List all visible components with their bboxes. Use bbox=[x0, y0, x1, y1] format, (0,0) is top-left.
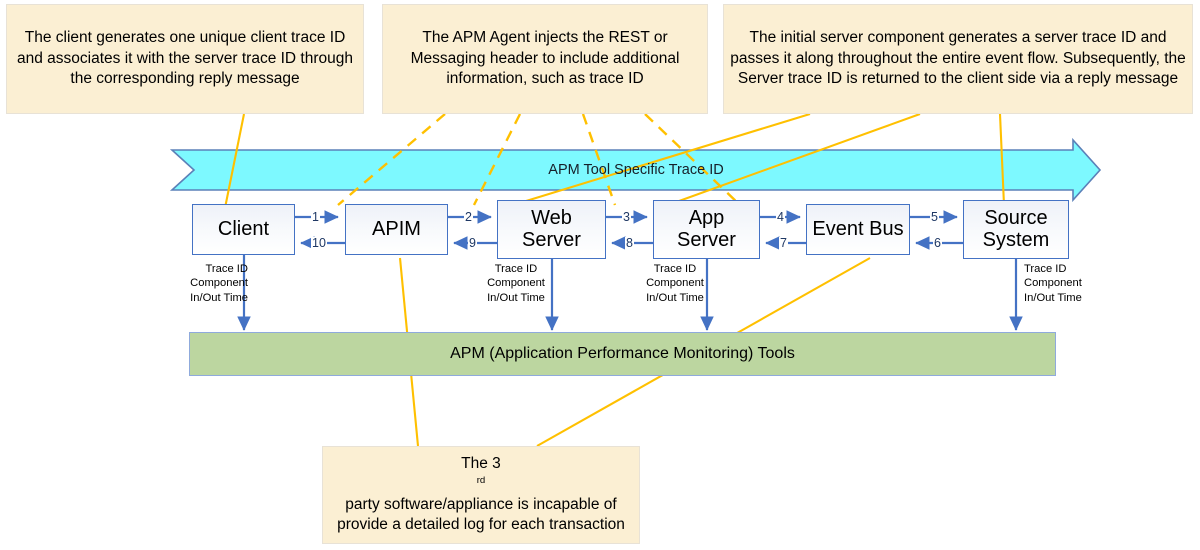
note-server-text: The initial server component generates a… bbox=[730, 29, 1186, 88]
step-number-7: 7 bbox=[779, 236, 788, 250]
note-client-text: The client generates one unique client t… bbox=[17, 29, 353, 88]
node-client[interactable]: Client bbox=[192, 204, 295, 255]
step-number-2: 2 bbox=[464, 210, 473, 224]
feed-label-web-server: Trace ID Component In/Out Time bbox=[473, 262, 559, 305]
apm-tools-label: APM (Application Performance Monitoring)… bbox=[450, 345, 795, 362]
step-number-9: 9 bbox=[468, 236, 477, 250]
node-source-system-line1: Source bbox=[984, 207, 1048, 230]
note-agent-text: The APM Agent injects the REST or Messag… bbox=[410, 29, 680, 88]
feed-label-app-server: Trace ID Component In/Out Time bbox=[632, 262, 718, 305]
node-web-server-line2: Server bbox=[522, 228, 581, 251]
feed-label-client-line3: In/Out Time bbox=[190, 291, 248, 304]
feed-label-source-line2: Component bbox=[1024, 277, 1082, 290]
node-apim[interactable]: APIM bbox=[345, 204, 448, 255]
ordinal-suffix: rd bbox=[476, 474, 486, 486]
node-event-bus[interactable]: Event Bus bbox=[806, 204, 910, 255]
step-number-6: 6 bbox=[933, 236, 942, 250]
feed-label-client-line1: Trace ID bbox=[205, 263, 248, 275]
node-client-label: Client bbox=[217, 217, 270, 240]
node-app-server-line1: App bbox=[688, 207, 725, 230]
node-web-server-line1: Web bbox=[531, 207, 572, 230]
feed-label-app-line1: Trace ID bbox=[653, 263, 697, 275]
node-source-system-line2: System bbox=[982, 228, 1050, 251]
feed-label-web-line2: Component bbox=[487, 277, 545, 290]
leader-lines-dashed bbox=[337, 113, 741, 206]
note-third-party-post: party software/appliance is incapable of… bbox=[337, 496, 625, 534]
feed-label-client: Trace ID Component In/Out Time bbox=[170, 262, 248, 305]
step-number-1: 1 bbox=[311, 210, 320, 224]
feed-label-client-line2: Component bbox=[190, 277, 248, 290]
feed-label-source-line1: Trace ID bbox=[1024, 263, 1067, 275]
note-client-trace-id: The client generates one unique client t… bbox=[6, 4, 364, 114]
apm-tools-bar[interactable]: APM (Application Performance Monitoring)… bbox=[189, 332, 1056, 376]
step-number-3: 3 bbox=[622, 210, 631, 224]
feed-label-web-line1: Trace ID bbox=[494, 263, 538, 275]
step-number-10: 10 bbox=[311, 236, 327, 250]
note-apm-agent: The APM Agent injects the REST or Messag… bbox=[382, 4, 708, 114]
feed-label-source-line3: In/Out Time bbox=[1024, 291, 1082, 304]
trace-id-banner-shape bbox=[169, 137, 1102, 203]
feed-label-app-line3: In/Out Time bbox=[646, 291, 704, 304]
note-server-trace-id: The initial server component generates a… bbox=[723, 4, 1193, 114]
note-third-party-pre: The 3 bbox=[461, 455, 501, 473]
node-apim-label: APIM bbox=[372, 217, 421, 240]
feed-label-app-line2: Component bbox=[646, 277, 704, 290]
node-event-bus-label: Event Bus bbox=[812, 217, 904, 240]
step-number-4: 4 bbox=[776, 210, 785, 224]
feed-label-source-system: Trace ID Component In/Out Time bbox=[1024, 262, 1110, 305]
step-number-8: 8 bbox=[625, 236, 634, 250]
step-number-5: 5 bbox=[930, 210, 939, 224]
feed-label-web-line3: In/Out Time bbox=[487, 291, 545, 304]
node-app-server-line2: Server bbox=[677, 228, 736, 251]
apm-feed-arrows bbox=[237, 255, 1023, 331]
leader-lines-solid bbox=[223, 112, 1006, 447]
